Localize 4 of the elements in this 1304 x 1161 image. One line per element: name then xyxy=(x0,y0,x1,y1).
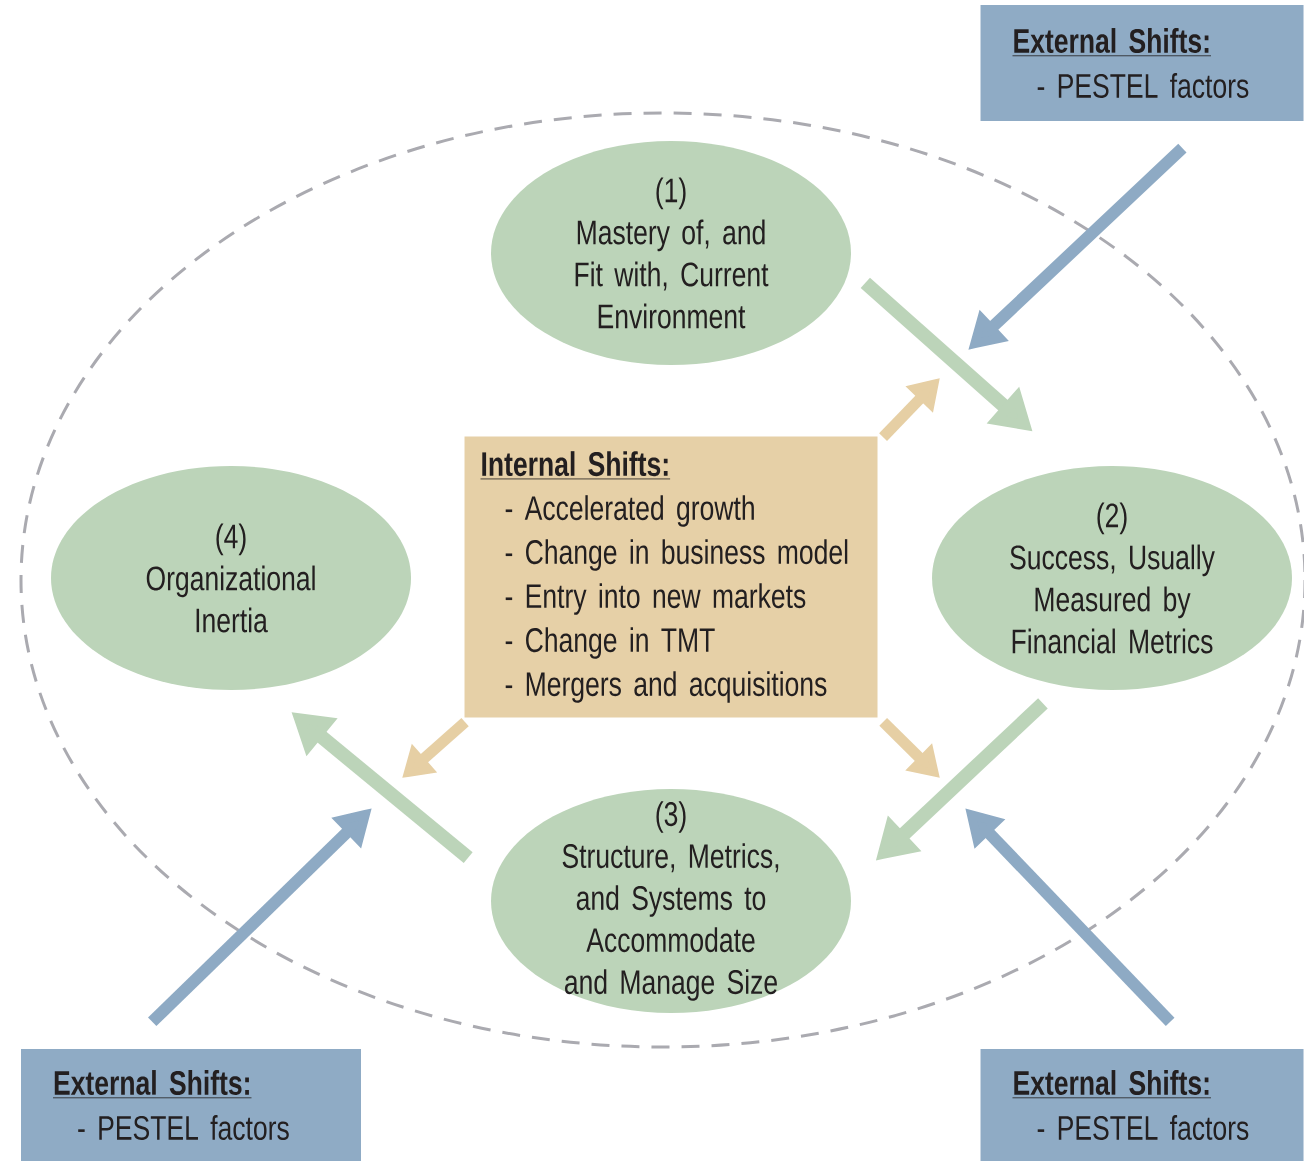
shifts-box: External Shifts: - PESTEL factors xyxy=(980,1049,1304,1161)
shifts-box: External Shifts: - PESTEL factors xyxy=(21,1049,361,1161)
shifts-box: Internal Shifts: - Accelerated growth - Change in business model - Entry into new markets - Change in TMT - Mergers and acquisitions xyxy=(464,436,878,718)
shifts-box: External Shifts: - PESTEL factors xyxy=(980,5,1304,121)
